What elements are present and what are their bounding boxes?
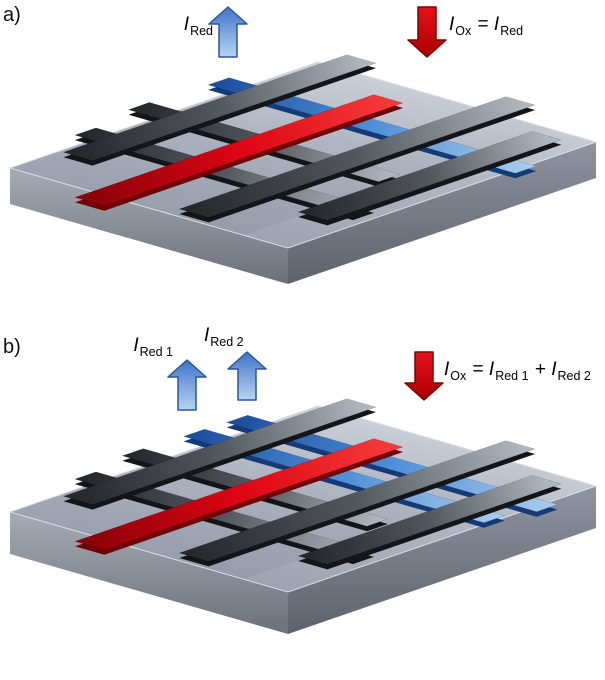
- platform-front-right-face: [288, 142, 596, 284]
- electrode-inactive: [178, 96, 536, 218]
- plus-text: +: [529, 359, 552, 380]
- electrode-inactive: [62, 54, 377, 161]
- current-subscript: Red: [190, 23, 213, 38]
- panel-b: [8, 351, 598, 634]
- current-subscript: Red 1: [139, 344, 173, 359]
- electrode-inactive: [62, 398, 377, 505]
- current-symbol: I: [133, 335, 139, 356]
- electrode-inactive: [297, 475, 563, 565]
- current-subscript: Red 2: [557, 368, 591, 383]
- electrode-oxidation: [74, 94, 404, 207]
- current-subscript: Red 2: [210, 334, 244, 349]
- current-subscript: Ox: [450, 368, 467, 383]
- label-i-ox-a: IOx = IRed: [449, 14, 524, 38]
- label-i-ox-b: IOx = IRed 1 + IRed 2: [444, 359, 592, 383]
- electrode-oxidation: [74, 438, 404, 551]
- current-symbol: I: [493, 14, 500, 35]
- current-symbol: I: [444, 359, 450, 380]
- panel-a-label: a): [3, 4, 21, 26]
- electrode-inactive: [178, 440, 536, 562]
- current-symbol: I: [488, 359, 495, 380]
- current-symbol: I: [551, 359, 557, 380]
- label-i-red-2: IRed 2: [204, 325, 245, 349]
- equals-text: =: [472, 14, 494, 35]
- current-subscript: Red: [500, 23, 524, 38]
- equals-text: =: [467, 359, 489, 380]
- current-arrow-reduction: [208, 6, 248, 58]
- current-symbol: I: [449, 14, 455, 35]
- current-arrow-oxidation: [407, 6, 447, 58]
- current-arrow-reduction: [167, 359, 207, 411]
- current-subscript: Ox: [455, 23, 472, 38]
- current-subscript: Red 1: [495, 368, 529, 383]
- electrode-inactive: [297, 131, 563, 221]
- current-symbol: I: [183, 14, 190, 35]
- panel-a: [8, 6, 598, 284]
- panel-b-label: b): [3, 336, 21, 358]
- current-arrow-reduction: [227, 351, 267, 401]
- platform-front-right-face: [288, 486, 596, 634]
- current-symbol: I: [204, 325, 210, 346]
- current-arrow-oxidation: [404, 351, 444, 401]
- label-i-red: IRed: [156, 14, 214, 38]
- label-i-red-1: IRed 1: [116, 335, 174, 359]
